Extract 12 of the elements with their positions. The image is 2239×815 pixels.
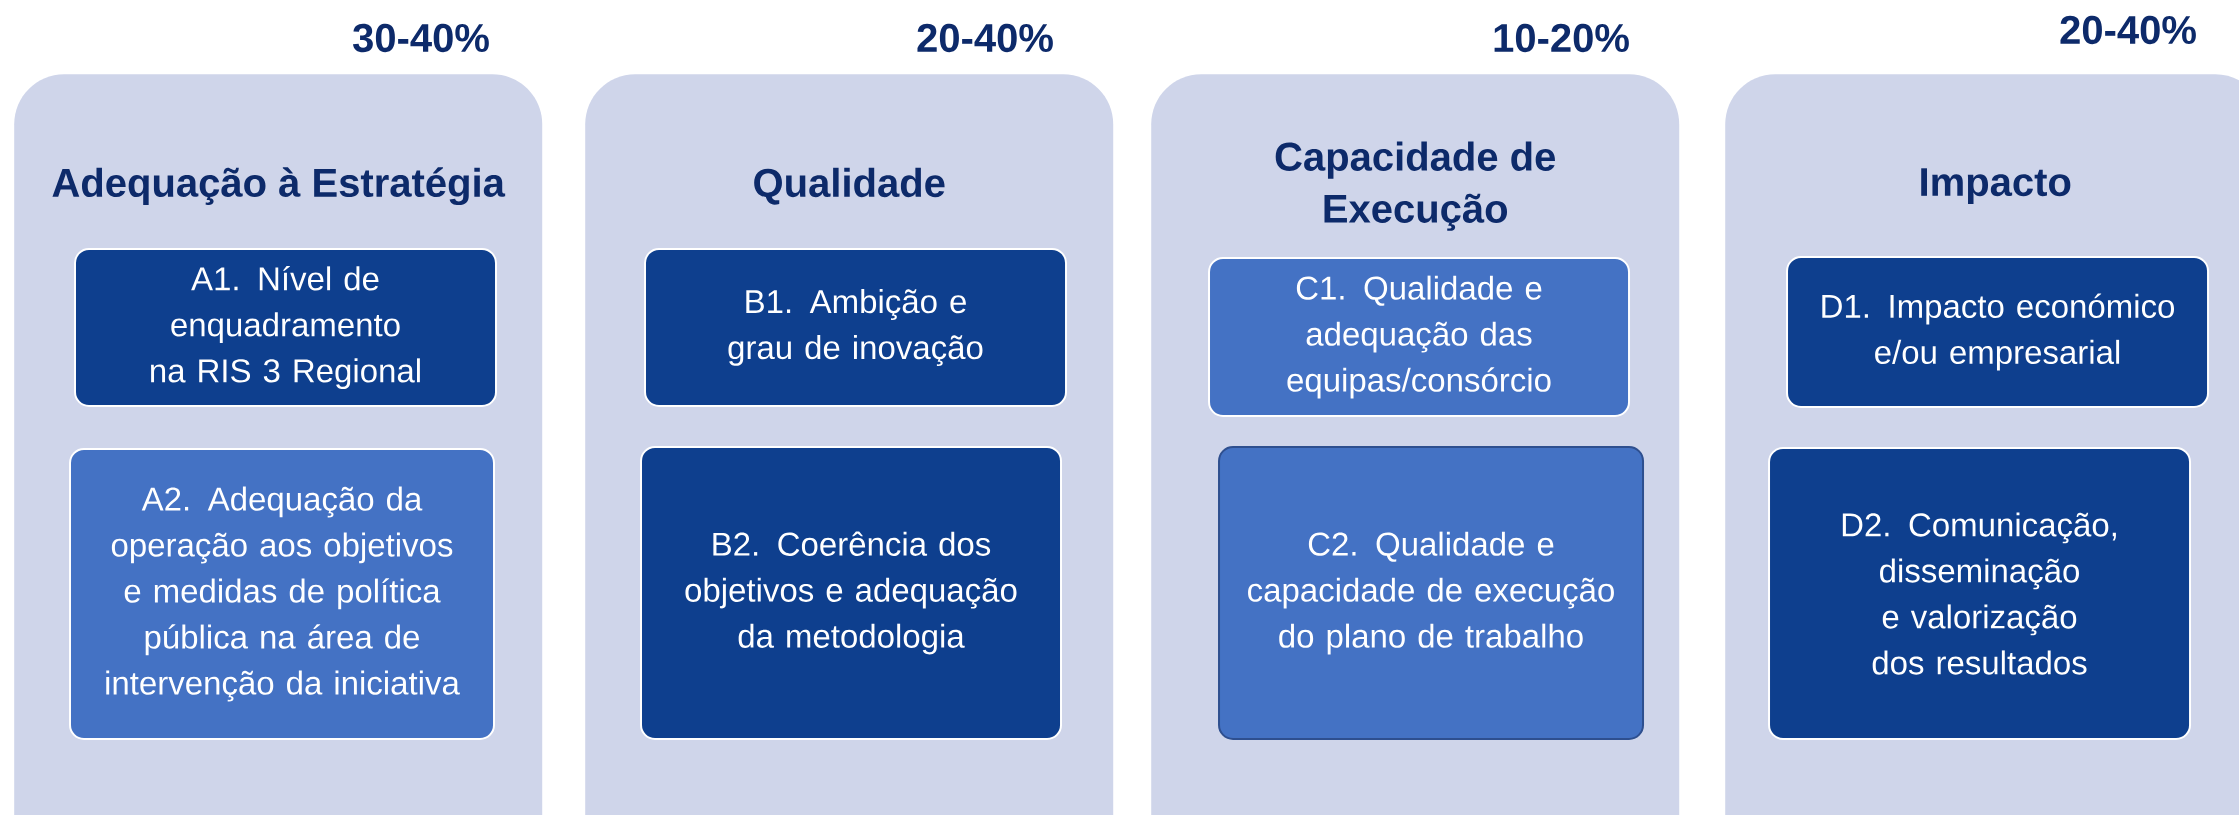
percentage-label: 30-40% bbox=[353, 23, 489, 53]
percentage-label: 10-20% bbox=[1494, 23, 1629, 53]
criterion-box: D1. Impacto económico e/ou empresarial bbox=[1786, 256, 2210, 408]
criterion-box: C2. Qualidade e capacidade de execução do plano de trabalho bbox=[1218, 446, 1645, 740]
percentage-label: 20-40% bbox=[2060, 15, 2196, 45]
criterion-box: B2. Coerência dos objetivos e adequação da metodologia bbox=[640, 446, 1062, 740]
criterion-box: B1. Ambição e grau de inovação bbox=[644, 248, 1067, 407]
criterion-box: D2. Comunicação, disseminação e valorização dos resultados bbox=[1768, 447, 2192, 740]
criterion-box: A1. Nível de enquadramento na RIS 3 Regional bbox=[74, 248, 497, 407]
criterion-box: C1. Qualidade e adequação das equipas/consórcio bbox=[1208, 257, 1631, 417]
percentage-label: 20-40% bbox=[917, 23, 1053, 53]
criterion-box: A2. Adequação da operação aos objetivos e medidas de política pública na área de intervenção da iniciativa bbox=[69, 448, 495, 740]
